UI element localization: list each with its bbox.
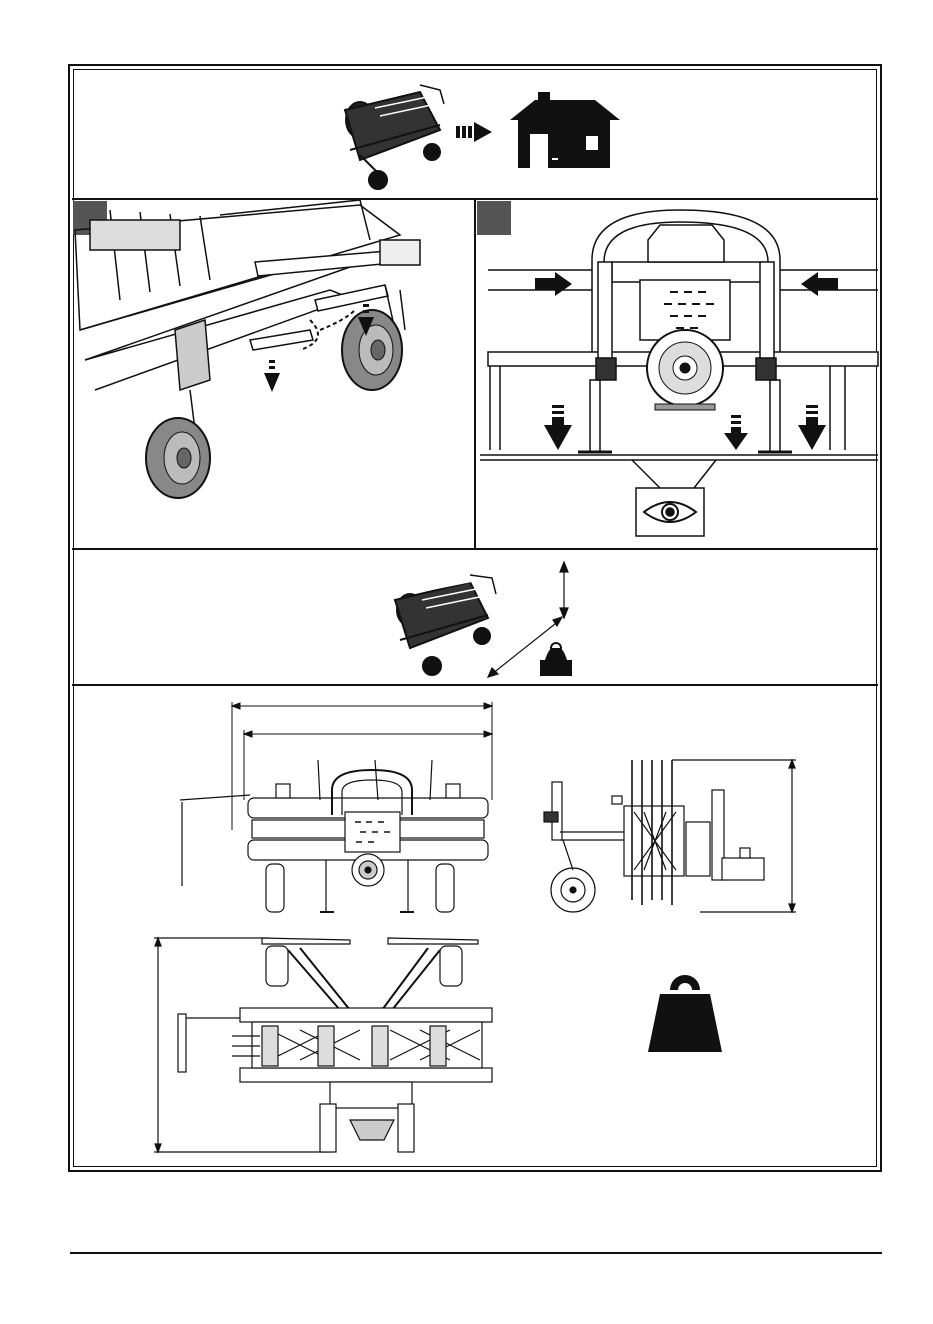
side-view-drawing <box>544 760 796 912</box>
footer-rule <box>70 1252 882 1254</box>
top-view-drawing <box>154 938 492 1152</box>
front-view-drawing <box>180 760 488 912</box>
weight-icon <box>648 979 722 1052</box>
